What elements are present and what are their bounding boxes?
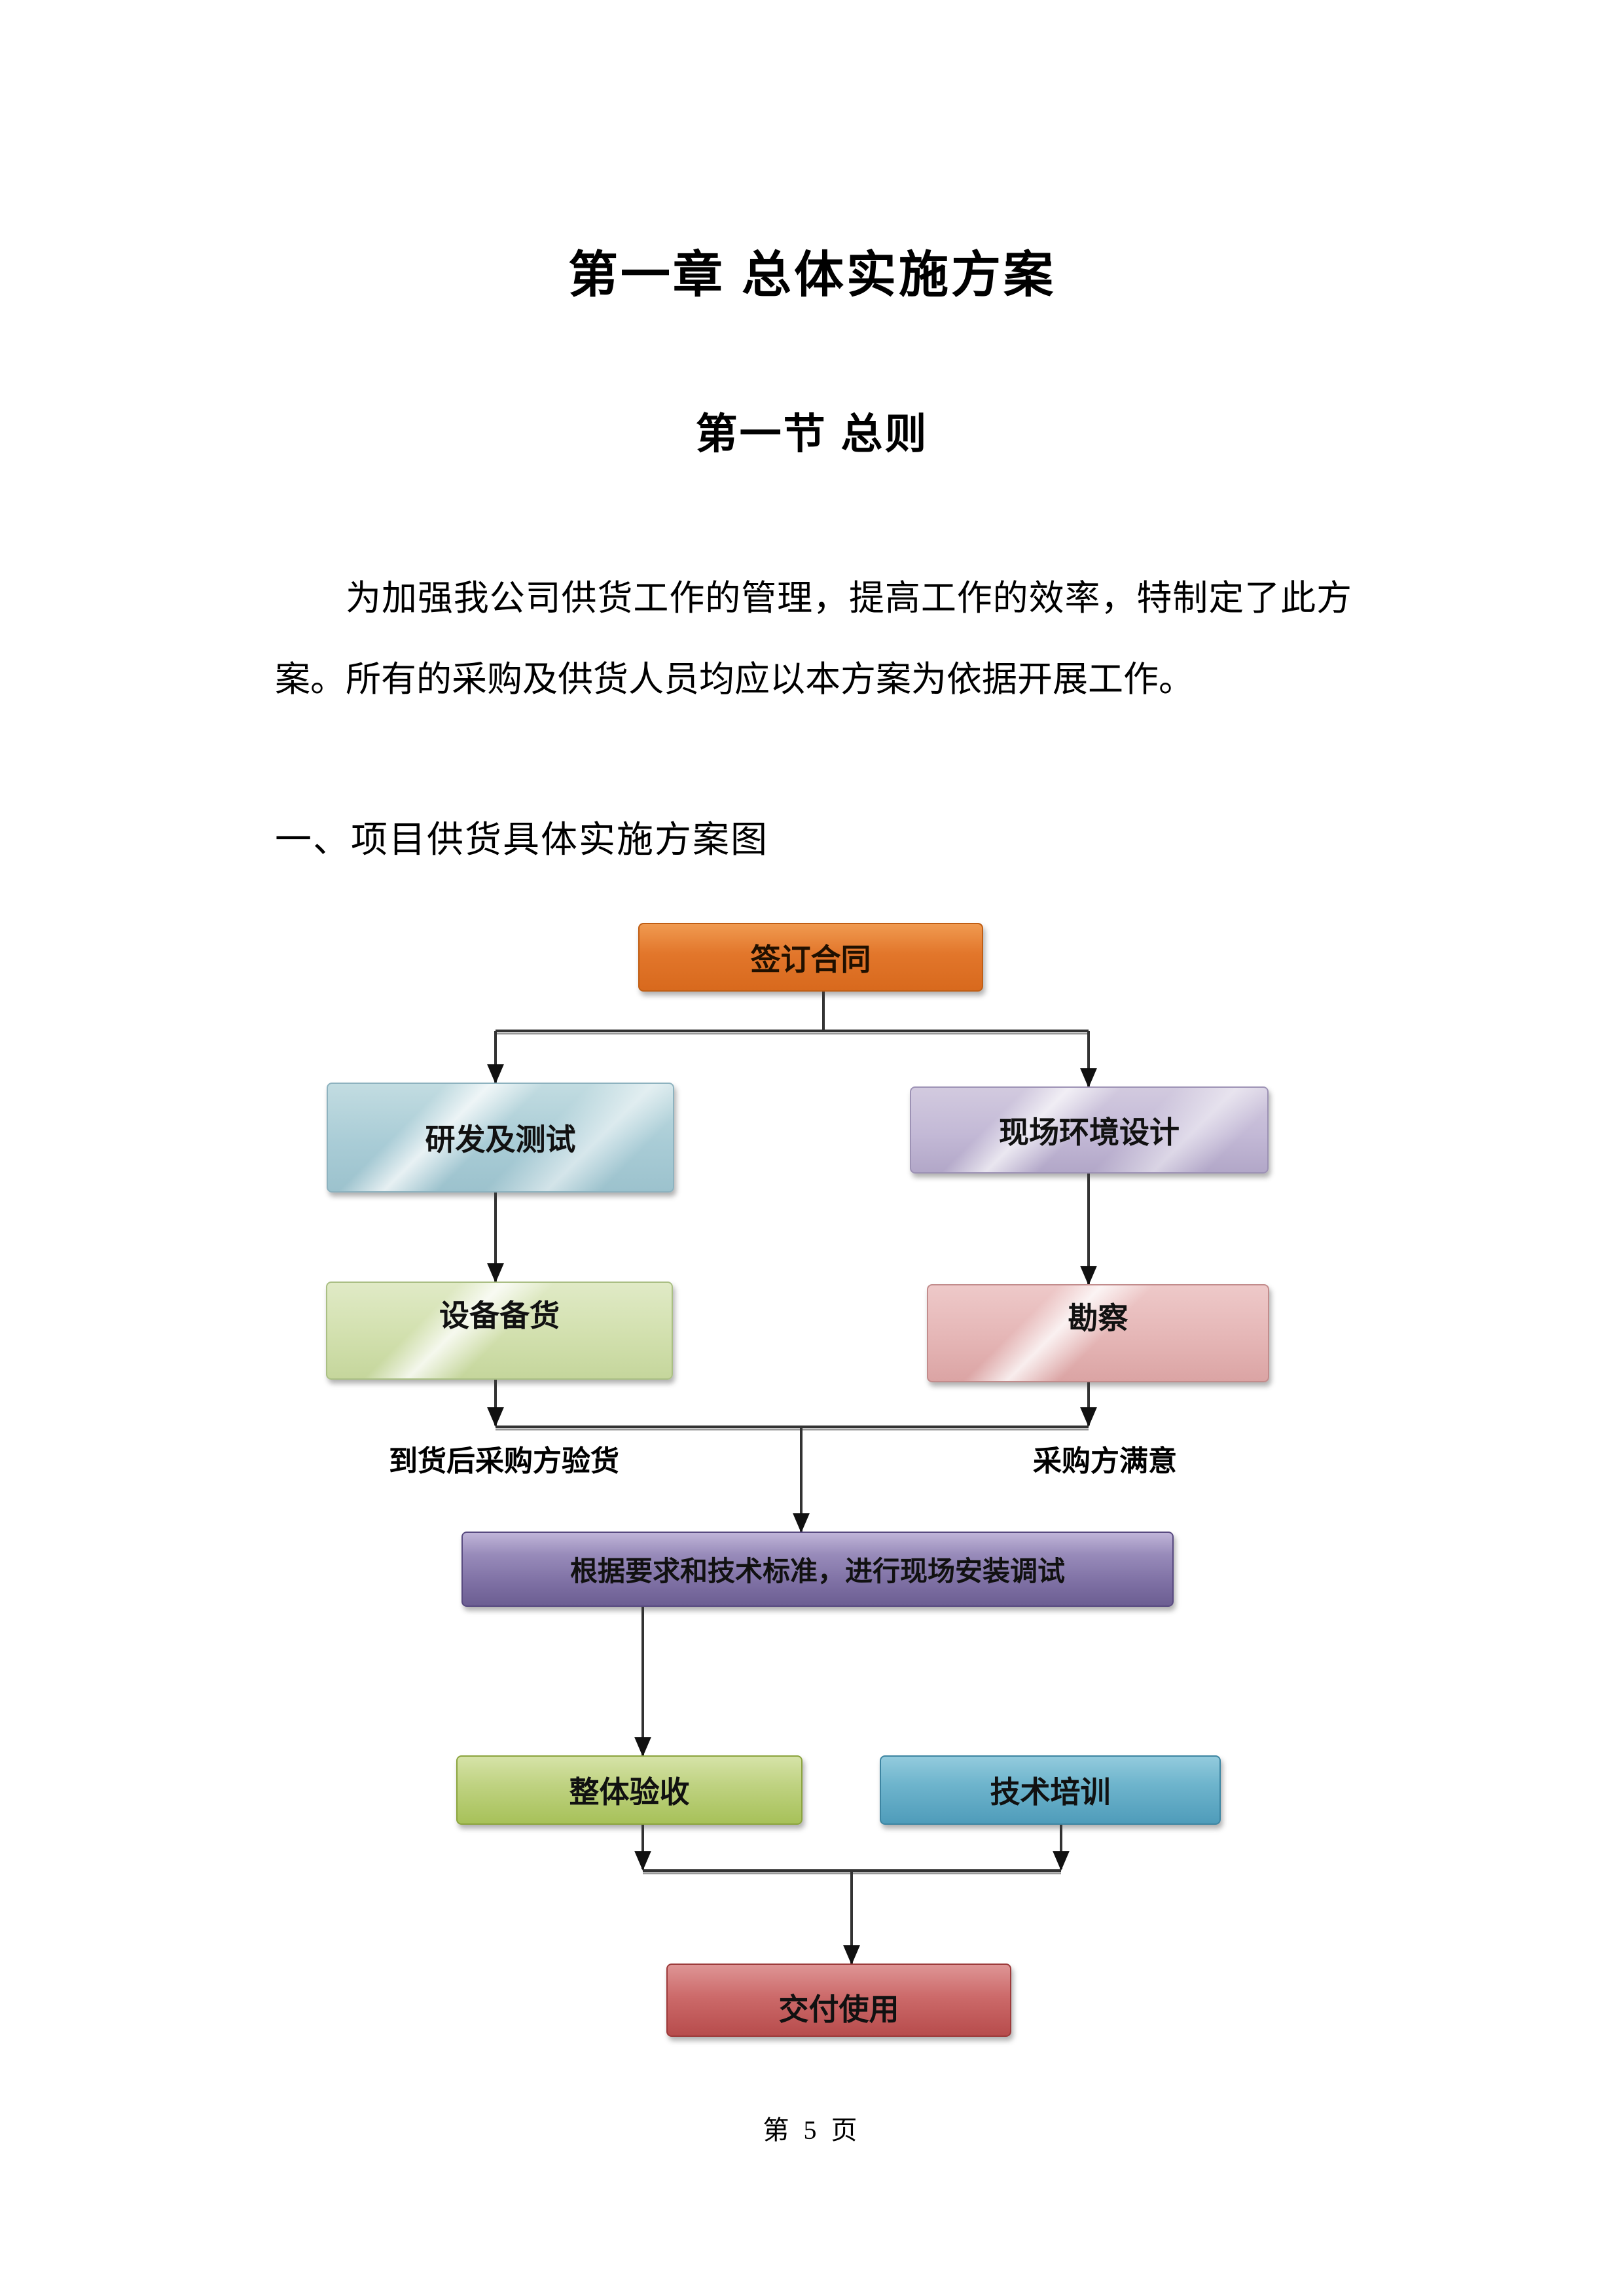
flow-node-install-debug: 根据要求和技术标准，进行现场安装调试 bbox=[461, 1532, 1174, 1607]
chapter-title: 第一章 总体实施方案 bbox=[568, 247, 1056, 303]
flow-node-rd-testing: 研发及测试 bbox=[327, 1083, 674, 1193]
flow-node-tech-training-label: 技术培训 bbox=[990, 1775, 1111, 1809]
flow-node-tech-training: 技术培训 bbox=[880, 1755, 1221, 1825]
flow-node-site-env-design: 现场环境设计 bbox=[910, 1086, 1269, 1174]
flow-node-site-env-design-label: 现场环境设计 bbox=[999, 1115, 1180, 1149]
flow-node-survey-label: 勘察 bbox=[1068, 1301, 1128, 1335]
flow-node-equipment-stocking-label: 设备备货 bbox=[439, 1299, 560, 1333]
flow-node-overall-acceptance: 整体验收 bbox=[456, 1755, 803, 1825]
flow-node-delivery-use: 交付使用 bbox=[666, 1964, 1011, 2037]
flow-node-install-debug-label: 根据要求和技术标准，进行现场安装调试 bbox=[569, 1556, 1065, 1587]
flow-node-survey: 勘察 bbox=[927, 1284, 1269, 1382]
body-paragraph: 为加强我公司供货工作的管理，提高工作的效率，特制定了此方案。所有的采购及供货人员… bbox=[275, 579, 1352, 699]
edge-label-satisfaction: 采购方满意 bbox=[1033, 1445, 1177, 1477]
flow-node-equipment-stocking: 设备备货 bbox=[326, 1282, 673, 1380]
figure-heading: 一、项目供货具体实施方案图 bbox=[275, 820, 768, 861]
section-title: 第一节 总则 bbox=[695, 410, 929, 457]
flow-node-sign-contract: 签订合同 bbox=[638, 923, 983, 992]
edge-label-inspection: 到货后采购方验货 bbox=[389, 1445, 619, 1477]
flow-node-delivery-use-label: 交付使用 bbox=[778, 1992, 899, 2026]
flow-node-sign-contract-label: 签订合同 bbox=[750, 942, 871, 977]
flow-node-overall-acceptance-label: 整体验收 bbox=[569, 1775, 690, 1809]
flow-node-rd-testing-label: 研发及测试 bbox=[425, 1122, 576, 1157]
page-number: 第 5 页 bbox=[763, 2115, 861, 2145]
